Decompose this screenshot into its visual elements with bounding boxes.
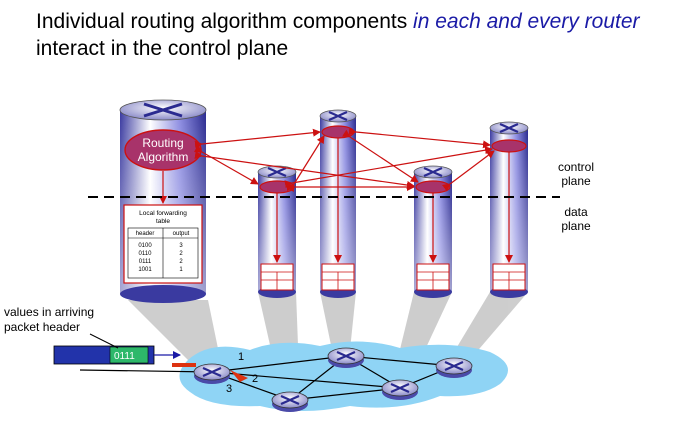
slide-title: Individual routing algorithm components … — [36, 8, 666, 62]
table-title-line1: Local forwarding — [139, 210, 187, 217]
title-emphasis: in each and every router — [413, 10, 640, 33]
arriving-label-line2: packet header — [4, 320, 80, 334]
table-cell-r2c1: 0110 — [139, 251, 153, 257]
table-cell-r4c2: 1 — [179, 267, 183, 273]
router-x-icon — [328, 110, 348, 122]
control-plane-label-2: plane — [561, 174, 591, 188]
packet-header-field — [109, 346, 149, 364]
network-router-e — [435, 357, 473, 378]
port-1-label: 1 — [238, 351, 244, 363]
network-router-d — [381, 379, 419, 400]
routing-algorithm-line1: Routing — [142, 136, 183, 150]
data-plane-label-2: plane — [561, 219, 591, 233]
router-cylinder-4 — [413, 165, 453, 298]
router-cylinder-3 — [319, 109, 357, 298]
router-x-icon — [202, 366, 222, 378]
network-router-a — [193, 363, 231, 384]
arriving-label-pointer — [89, 333, 119, 349]
router-x-icon — [499, 122, 519, 134]
routing-component-oval — [321, 125, 355, 139]
router-x-icon — [444, 360, 464, 372]
incoming-packet-mark — [172, 363, 196, 367]
routing-component-oval — [415, 180, 451, 194]
router-x-icon — [390, 382, 410, 394]
routing-component-oval — [491, 139, 527, 153]
port-3-label: 3 — [226, 383, 232, 395]
table-cell-r2c2: 2 — [179, 251, 183, 257]
arriving-label-line1: values in arriving — [4, 305, 94, 319]
data-plane-label-1: data — [564, 205, 588, 219]
port-2-label: 2 — [252, 373, 258, 385]
routing-algorithm-line2: Algorithm — [138, 150, 189, 164]
table-cell-r4c1: 1001 — [138, 267, 152, 273]
table-cell-r1c2: 3 — [179, 243, 183, 249]
table-header-col2: output — [173, 231, 190, 237]
network-router-c — [271, 391, 309, 412]
router-x-icon — [143, 102, 183, 118]
title-part2: interact in the control plane — [36, 37, 289, 60]
router-x-icon — [336, 350, 356, 362]
forwarding-table: Local forwarding table header output 010… — [123, 204, 203, 284]
network-router-b — [327, 347, 365, 368]
control-plane-label-1: control — [558, 160, 594, 174]
arriving-packet: 0111 — [53, 345, 181, 365]
router-x-icon — [280, 394, 300, 406]
title-part1: Individual routing algorithm components — [36, 10, 414, 33]
packet-header-value: 0111 — [114, 351, 135, 362]
table-title-line2: table — [156, 218, 170, 225]
table-header-col1: header — [136, 231, 155, 237]
router-cylinder-2 — [257, 165, 297, 298]
table-cell-r3c1: 0111 — [139, 259, 152, 265]
table-cell-r3c2: 2 — [179, 259, 183, 265]
table-cell-r1c1: 0100 — [138, 243, 152, 249]
network-cloud — [179, 341, 508, 411]
outgoing-packet-arrow — [230, 370, 248, 382]
router-cylinder-5 — [489, 121, 529, 298]
routing-component-oval — [259, 180, 295, 194]
control-plane-messages — [193, 127, 495, 193]
